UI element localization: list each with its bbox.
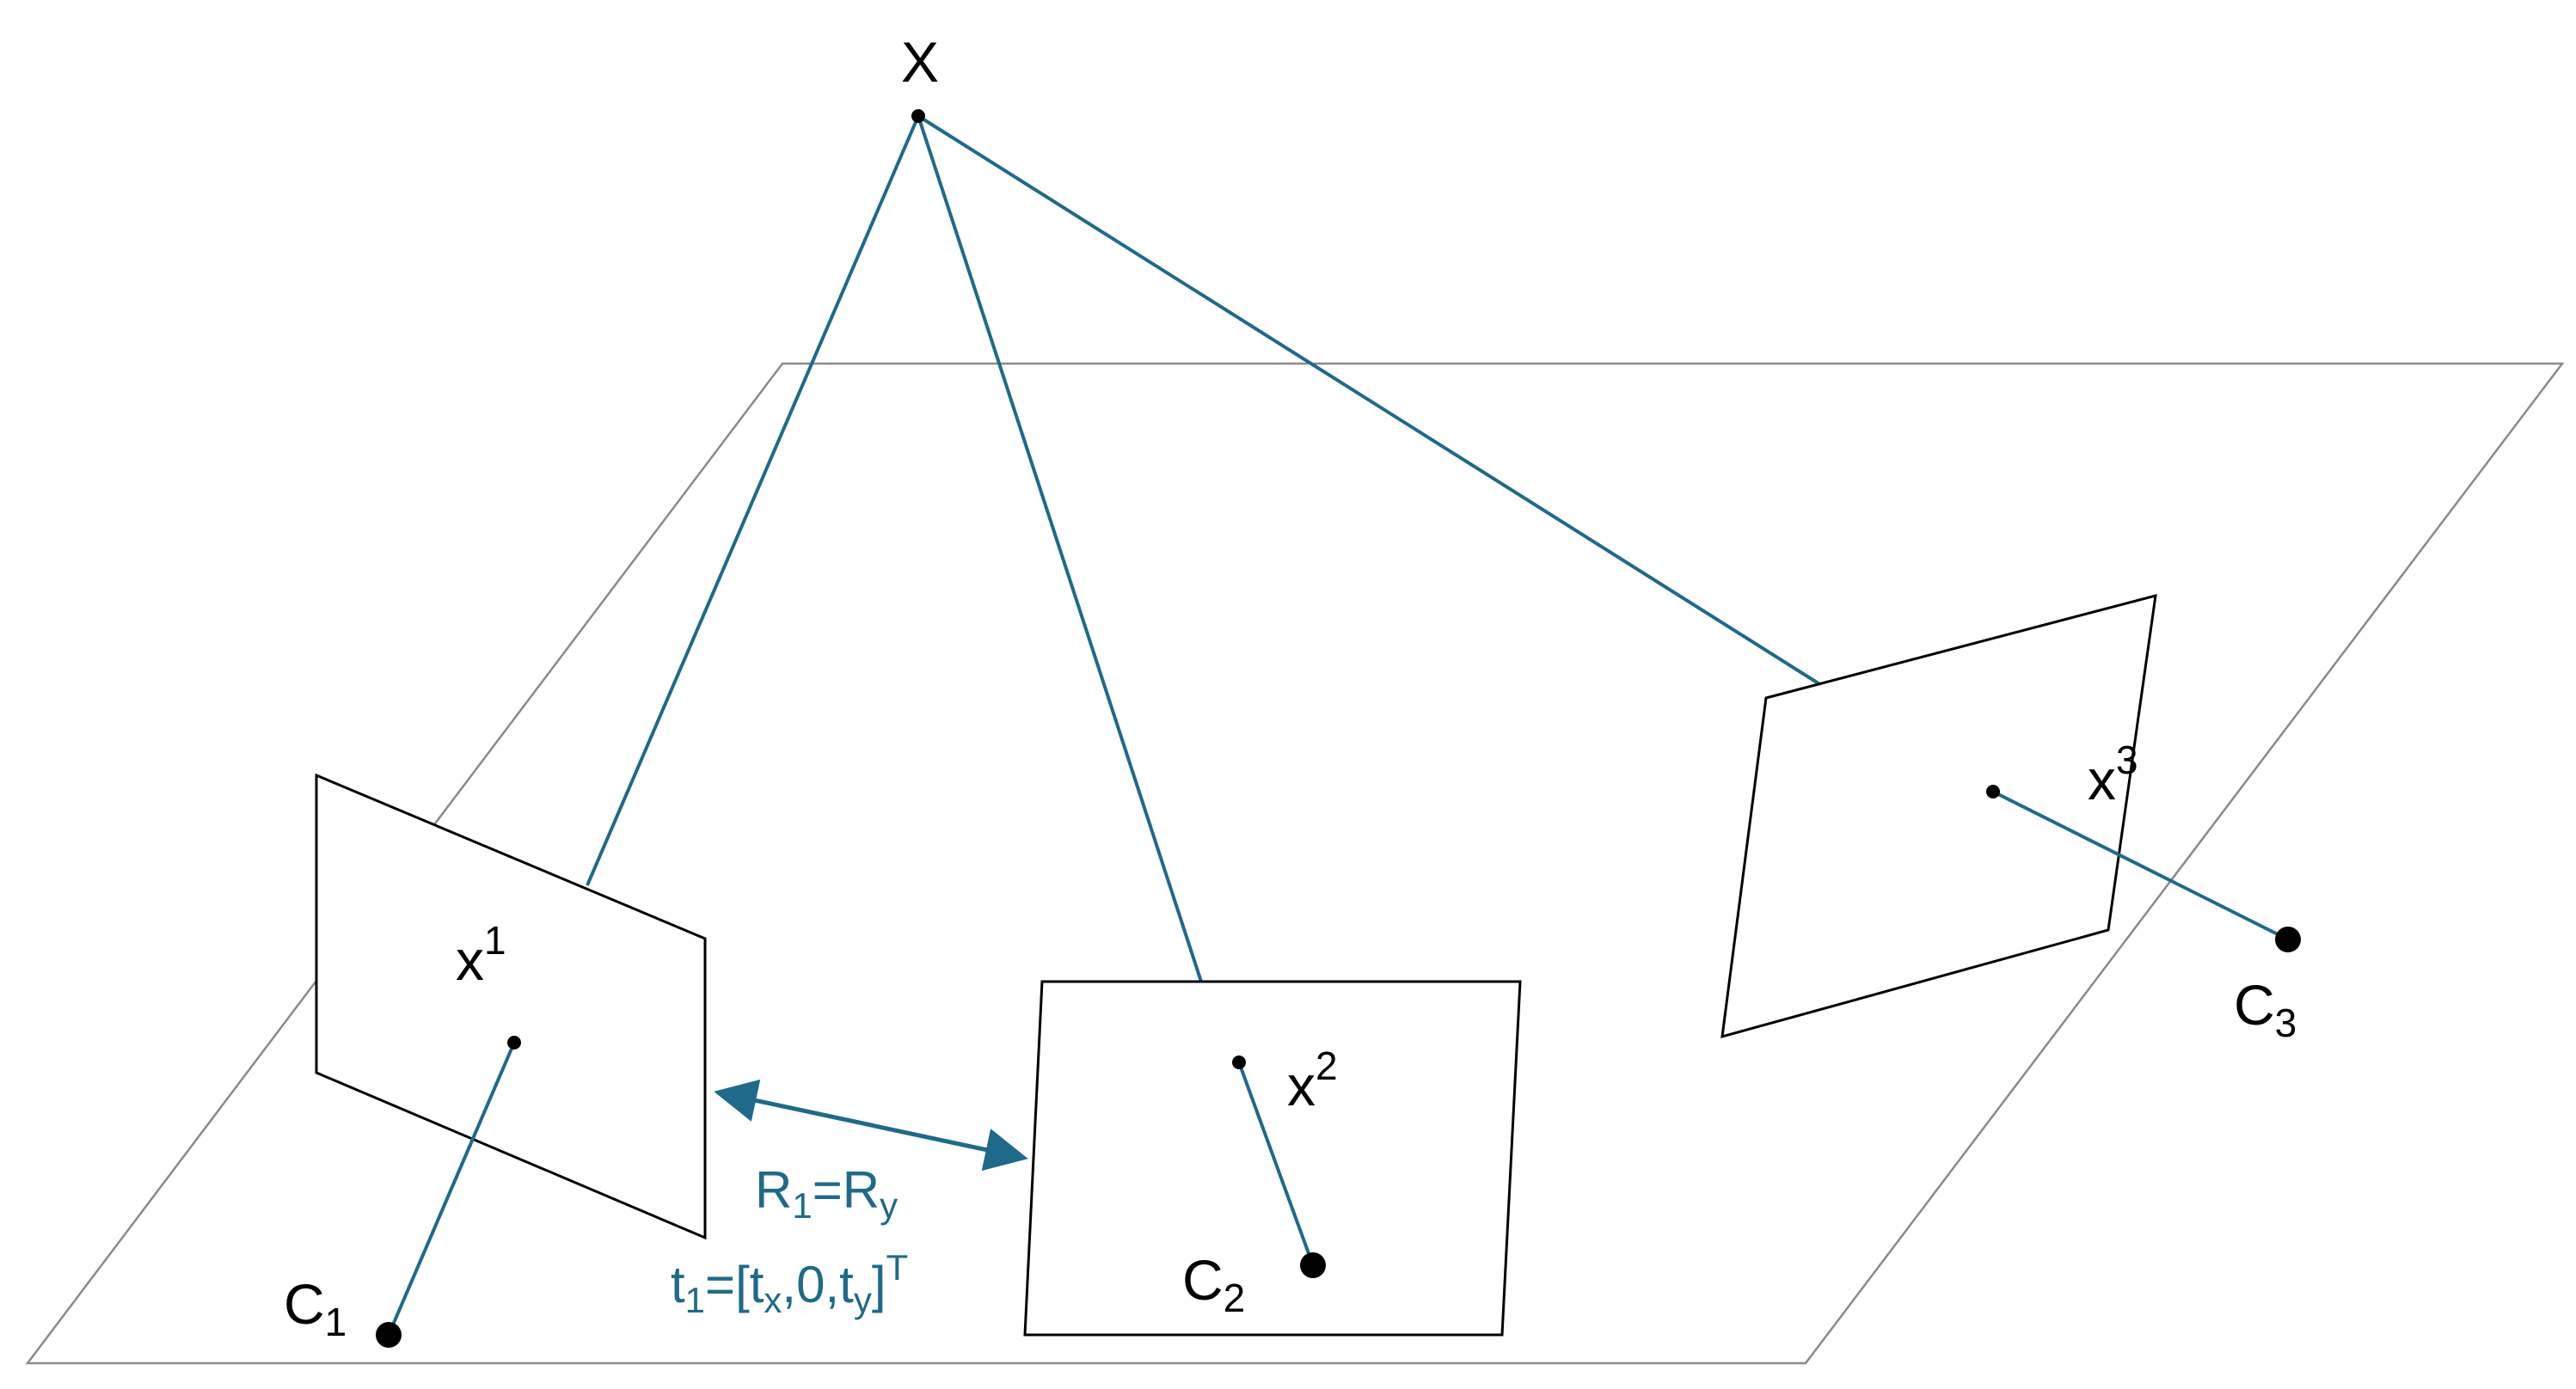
translation-tx-subscript: x	[764, 1280, 782, 1320]
image-plane-1	[315, 773, 707, 1240]
rotation-lhs: R	[755, 1161, 792, 1219]
translation-open: =[t	[705, 1256, 764, 1313]
optical-axis-2	[1237, 1062, 1315, 1266]
rotation-rhs: R	[843, 1161, 880, 1219]
camera-center-2-subscript: 2	[1224, 1276, 1246, 1320]
camera-center-3-label: C3	[2234, 973, 2297, 1045]
camera-center-2-letter: C	[1182, 1248, 1224, 1312]
translation-transpose-superscript: T	[886, 1247, 908, 1288]
translation-lhs: t	[671, 1256, 685, 1313]
image-point-2-letter: x	[1287, 1054, 1316, 1117]
rotation-equals: =	[813, 1161, 843, 1219]
relative-pose-arrow	[714, 1079, 1028, 1172]
world-point-label: X	[901, 30, 939, 94]
rotation-lhs-subscript: 1	[792, 1185, 812, 1226]
ground-plane	[25, 362, 2565, 1365]
camera-center-3-subscript: 3	[2275, 1000, 2297, 1045]
image-point-1-superscript: 1	[484, 918, 506, 963]
ray-x-to-image-1	[586, 115, 920, 886]
camera-center-1-subscript: 1	[325, 1300, 347, 1344]
translation-close: ]	[872, 1256, 886, 1313]
optical-axis-1	[387, 1042, 516, 1336]
image-point-1	[507, 1036, 521, 1049]
rotation-relation: R1=Ry	[755, 1161, 898, 1226]
translation-middle: ,0,t	[782, 1256, 854, 1313]
camera-center-1-label: C1	[284, 1272, 347, 1344]
world-point-x	[911, 109, 925, 123]
image-point-3-superscript: 3	[2116, 737, 2138, 782]
camera-center-1-letter: C	[284, 1272, 325, 1336]
image-point-2-label: x2	[1287, 1043, 1338, 1117]
image-point-3-letter: x	[2088, 748, 2116, 811]
image-point-1-letter: x	[456, 928, 484, 992]
camera-center-2-label: C2	[1182, 1248, 1245, 1320]
image-plane-3	[1720, 593, 2157, 1039]
camera-center-1	[376, 1322, 402, 1348]
translation-ty-subscript: y	[854, 1280, 872, 1320]
camera-center-3	[2275, 927, 2301, 952]
translation-lhs-subscript: 1	[685, 1280, 705, 1320]
camera-center-3-letter: C	[2234, 973, 2275, 1037]
camera-center-2	[1300, 1252, 1326, 1278]
image-point-3	[1986, 785, 2000, 799]
ray-x-to-image-3	[917, 114, 1823, 687]
image-point-2	[1232, 1056, 1246, 1069]
rotation-rhs-subscript: y	[880, 1185, 898, 1226]
image-point-2-superscript: 2	[1316, 1043, 1338, 1088]
translation-relation: t1=[tx,0,ty]T	[671, 1247, 908, 1320]
optical-axis-3	[1992, 790, 2289, 941]
image-point-1-label: x1	[456, 918, 506, 992]
ray-x-to-image-2	[917, 115, 1203, 982]
image-point-3-label: x3	[2088, 737, 2138, 811]
